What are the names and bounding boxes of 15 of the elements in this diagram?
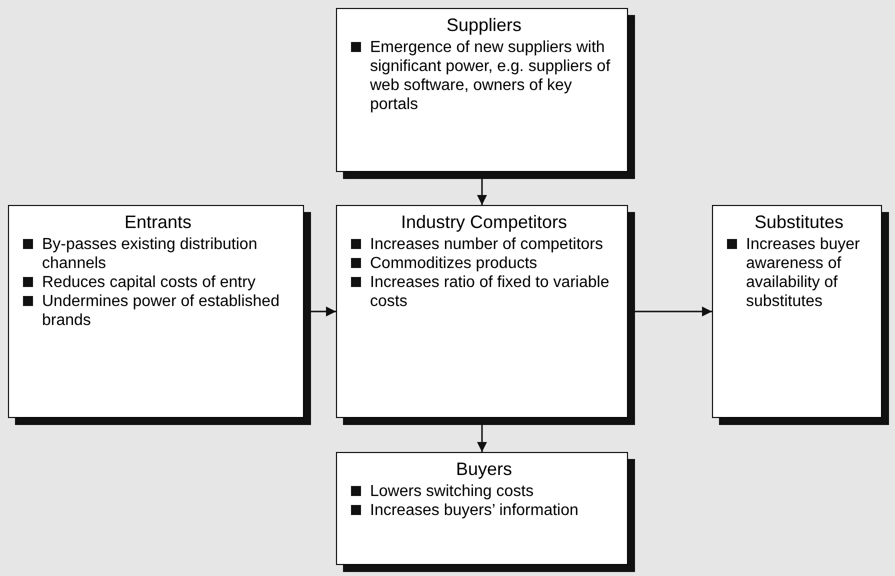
box-heading: Buyers [454, 459, 514, 479]
bullet-text: By-passes existing distribution channels [42, 235, 258, 273]
bullet-text: Reduces capital costs of entry [42, 273, 256, 292]
bullet-text: Lowers switching costs [370, 482, 534, 501]
bullet-text: Commoditizes products [370, 254, 538, 273]
bullet-text: Increases buyer awareness of availability of substitutes [746, 235, 861, 311]
bullet-text: Increases ratio of fixed to variable costs [370, 273, 610, 311]
bullet-text: Undermines power of established brands [42, 292, 280, 330]
box-heading: Entrants [123, 212, 193, 232]
box-heading: Substitutes [753, 212, 845, 232]
box-heading: Suppliers [445, 15, 523, 35]
box-heading: Industry Competitors [400, 212, 568, 232]
bullet-text: Increases buyers’ information [370, 501, 578, 520]
bullet-text: Increases number of competitors [370, 235, 603, 254]
bullet-text: Emergence of new suppliers with significant power, e.g. suppliers of web software, owners of key portals [370, 38, 612, 114]
